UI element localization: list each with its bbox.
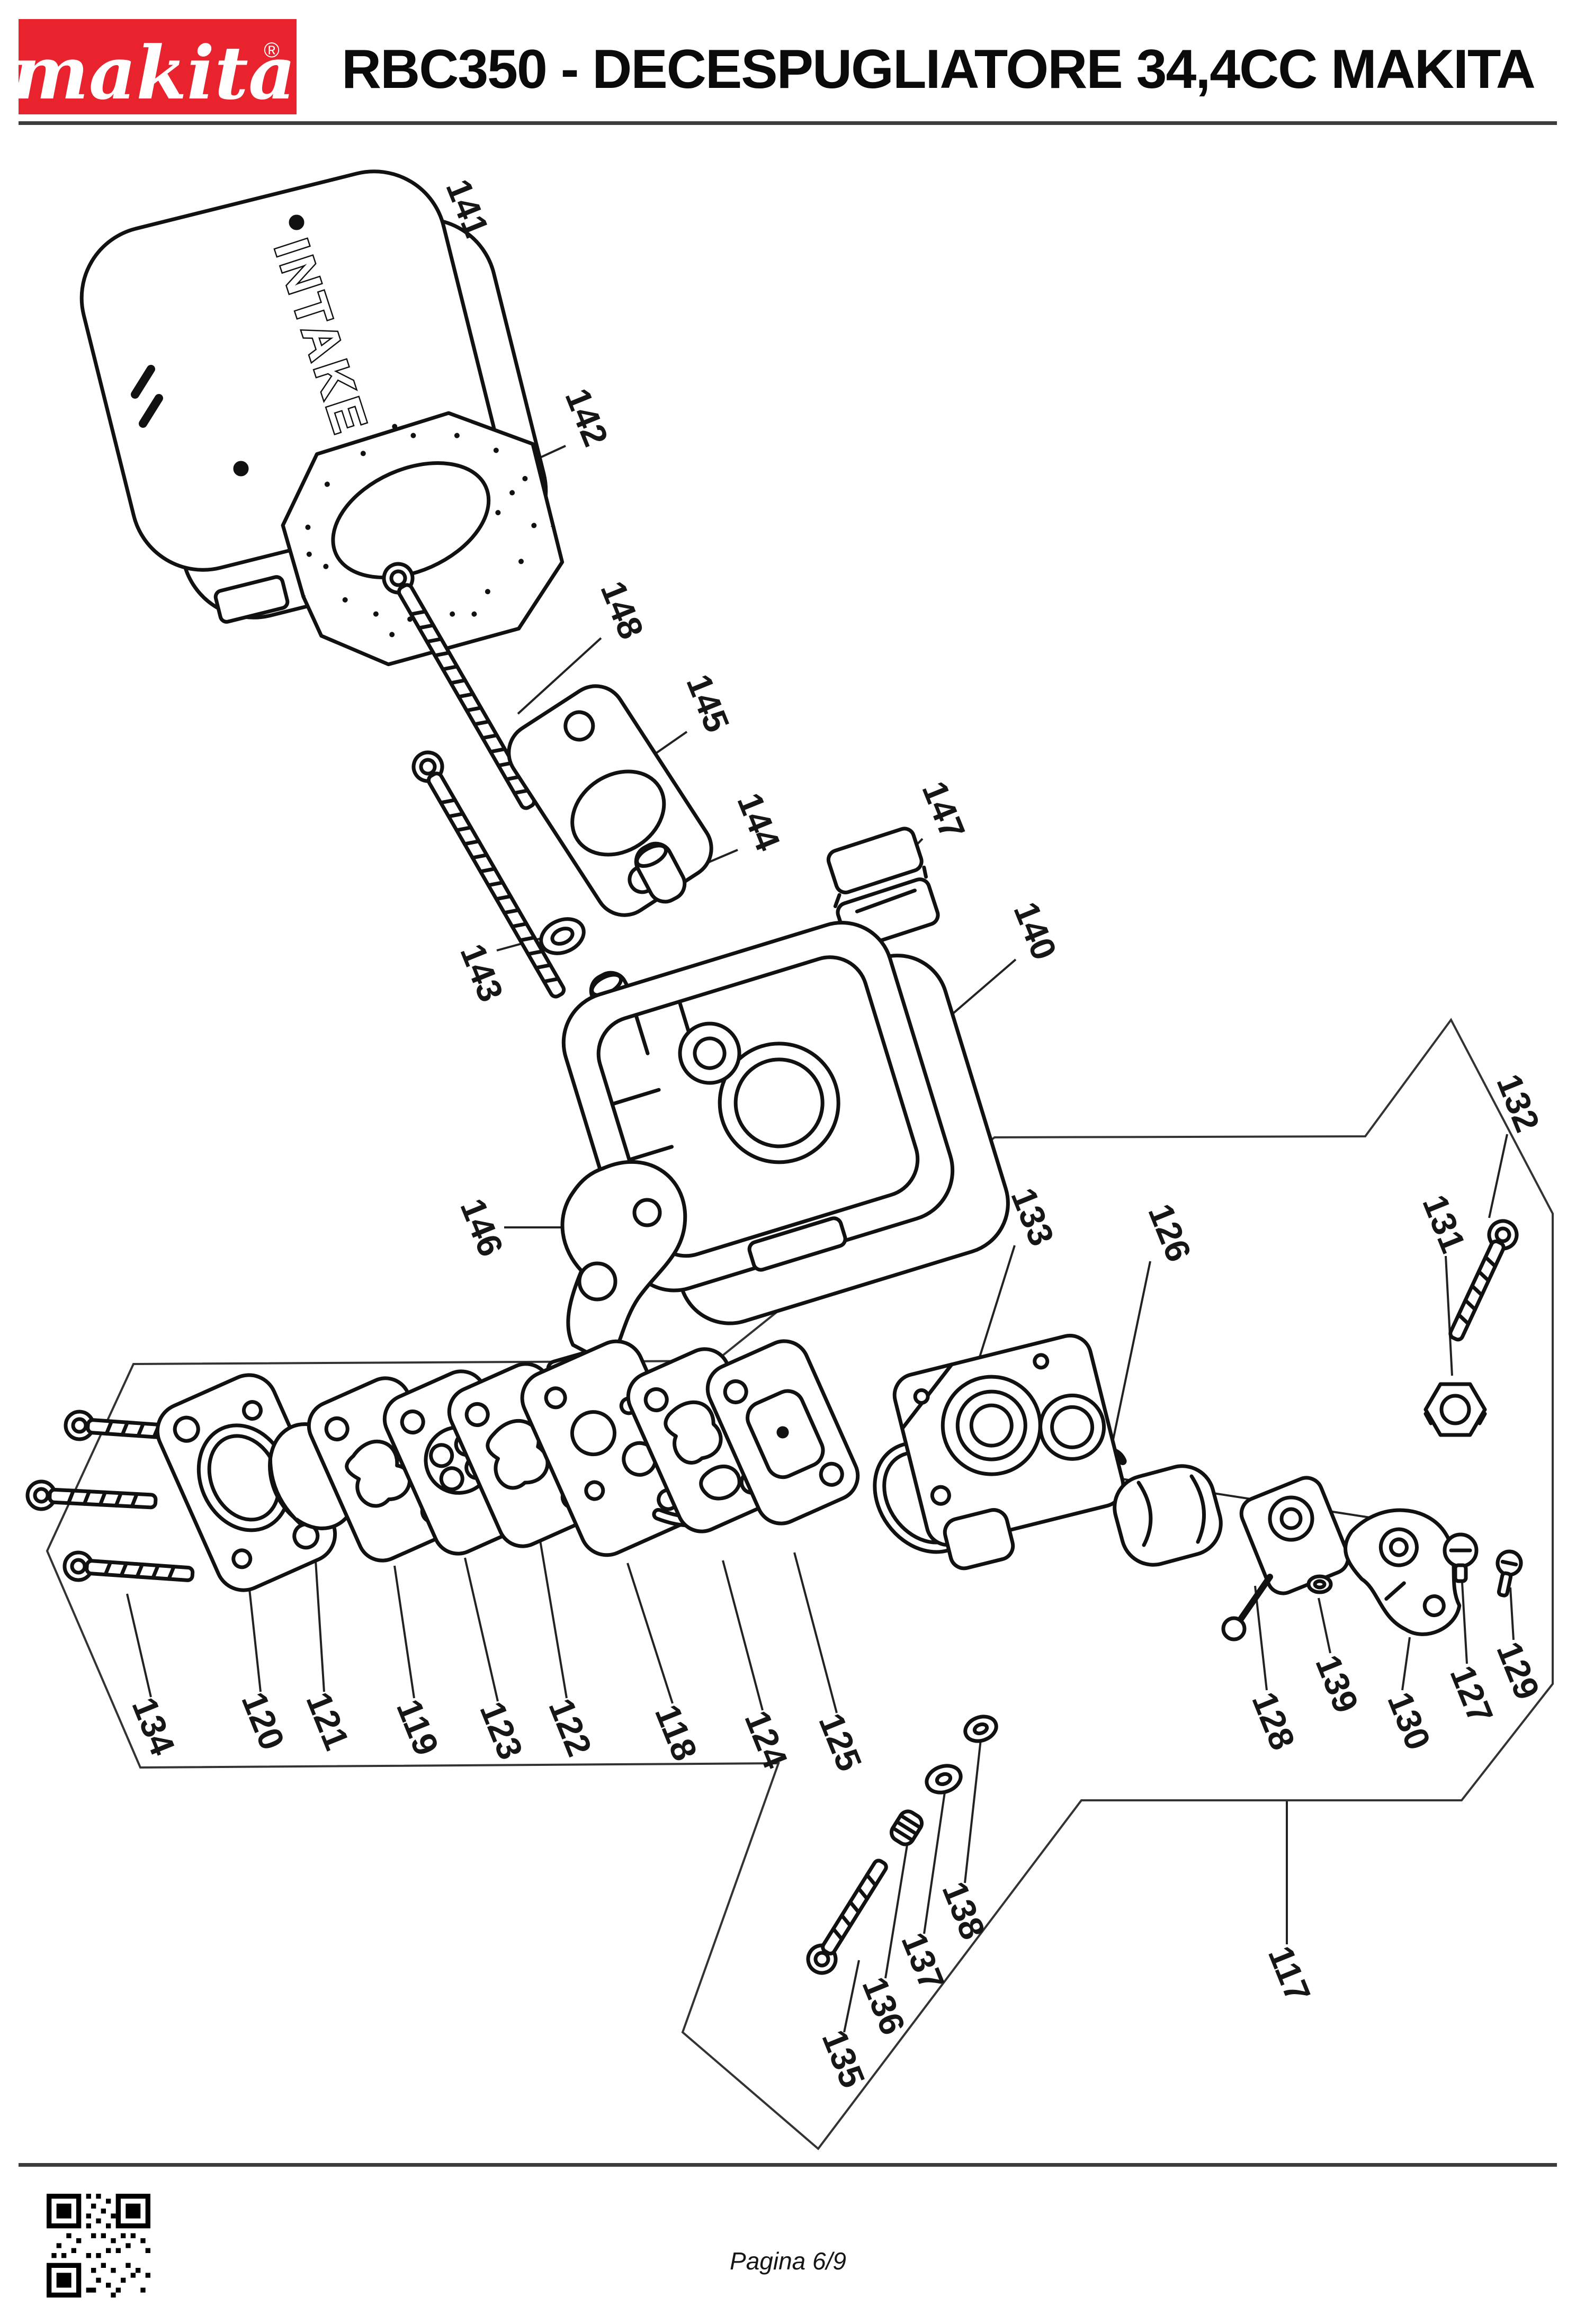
leader-128	[1254, 1585, 1268, 1691]
part-label: 126	[1141, 1198, 1199, 1267]
leader-140	[950, 958, 1017, 1017]
leader-131	[1445, 1255, 1453, 1376]
part-label: 119	[389, 1694, 447, 1761]
leader-119	[393, 1565, 415, 1699]
logo-wordmark: makita	[19, 30, 296, 114]
leader-121	[314, 1552, 325, 1692]
part-carburetor-body	[892, 1333, 1125, 1571]
part-label: 121	[299, 1686, 357, 1755]
part-label: 132	[1489, 1069, 1547, 1137]
part-label: 120	[234, 1686, 292, 1755]
leader-137	[923, 1788, 946, 1934]
logo-background	[19, 19, 297, 114]
leader-132	[1488, 1134, 1508, 1218]
leader-lines	[126, 236, 1515, 2033]
page-number: Pagina 6/9	[730, 2247, 846, 2275]
part-label: 138	[935, 1876, 993, 1945]
leader-124	[722, 1560, 764, 1711]
filter-texture	[305, 424, 537, 638]
leader-138	[964, 1739, 982, 1883]
part-label: 135	[814, 2024, 873, 2093]
part-label: 144	[730, 787, 788, 856]
part-label: 147	[915, 776, 973, 845]
leader-135	[843, 1960, 860, 2033]
part-carb-bolt-2	[27, 1481, 156, 1515]
part-throttle-swivel	[1113, 1464, 1350, 1641]
part-label: 122	[541, 1693, 599, 1762]
part-carb-bolt-3	[64, 1551, 193, 1588]
part-idle-adjust-screw	[803, 1855, 894, 1978]
part-pump-diaphragm	[705, 1339, 860, 1526]
makita-logo: makita ®	[19, 19, 297, 114]
leader-122	[535, 1515, 568, 1699]
part-label: 140	[1006, 896, 1064, 965]
part-spring-washer	[925, 1764, 963, 1794]
part-air-filter	[281, 411, 565, 667]
qr-code	[47, 2194, 150, 2298]
leader-148	[517, 637, 602, 715]
part-label: 129	[1489, 1636, 1547, 1705]
part-label: 117	[1261, 1941, 1319, 2007]
part-label: 146	[453, 1193, 511, 1262]
part-label: 118	[648, 1699, 705, 1766]
part-label: 136	[855, 1971, 913, 2040]
leader-127	[1461, 1573, 1468, 1664]
part-label: 128	[1244, 1686, 1303, 1755]
part-label: 139	[1308, 1649, 1366, 1718]
part-label: 127	[1443, 1660, 1501, 1729]
part-label: 142	[558, 383, 616, 452]
leader-134	[126, 1593, 152, 1698]
part-lever-screw	[1496, 1549, 1523, 1598]
leader-129	[1509, 1587, 1515, 1640]
part-flat-washer	[963, 1715, 998, 1743]
part-drawings	[27, 169, 1523, 1978]
part-label: 145	[679, 669, 737, 738]
part-bracket-screw	[1443, 1532, 1479, 1583]
leader-118	[626, 1563, 674, 1704]
page-title: RBC350 - DECESPUGLIATORE 34,4CC MAKITA	[342, 39, 1536, 100]
part-cable-bracket	[1344, 1508, 1462, 1636]
leader-130	[1401, 1637, 1411, 1691]
part-spring	[889, 1809, 924, 1846]
leader-123	[464, 1557, 499, 1702]
footer-divider	[19, 2163, 1557, 2167]
group-outline	[46, 1018, 1554, 2150]
part-label: 125	[811, 1708, 870, 1776]
leader-136	[884, 1838, 909, 1979]
part-label: 148	[593, 576, 651, 644]
part-nut	[1423, 1382, 1487, 1437]
header-divider	[19, 121, 1557, 125]
part-label: 133	[1004, 1182, 1062, 1251]
registered-trademark-icon: ®	[264, 39, 279, 62]
part-label: 131	[1415, 1189, 1473, 1258]
part-label: 123	[472, 1696, 531, 1765]
part-label: 130	[1380, 1686, 1438, 1755]
leader-139	[1318, 1598, 1331, 1654]
part-small-washer	[1306, 1574, 1333, 1594]
leader-120	[248, 1584, 262, 1692]
leader-125	[793, 1552, 838, 1713]
pump-plate-port	[345, 1439, 412, 1508]
part-washer-143	[539, 917, 586, 955]
part-label: 137	[894, 1927, 952, 1996]
